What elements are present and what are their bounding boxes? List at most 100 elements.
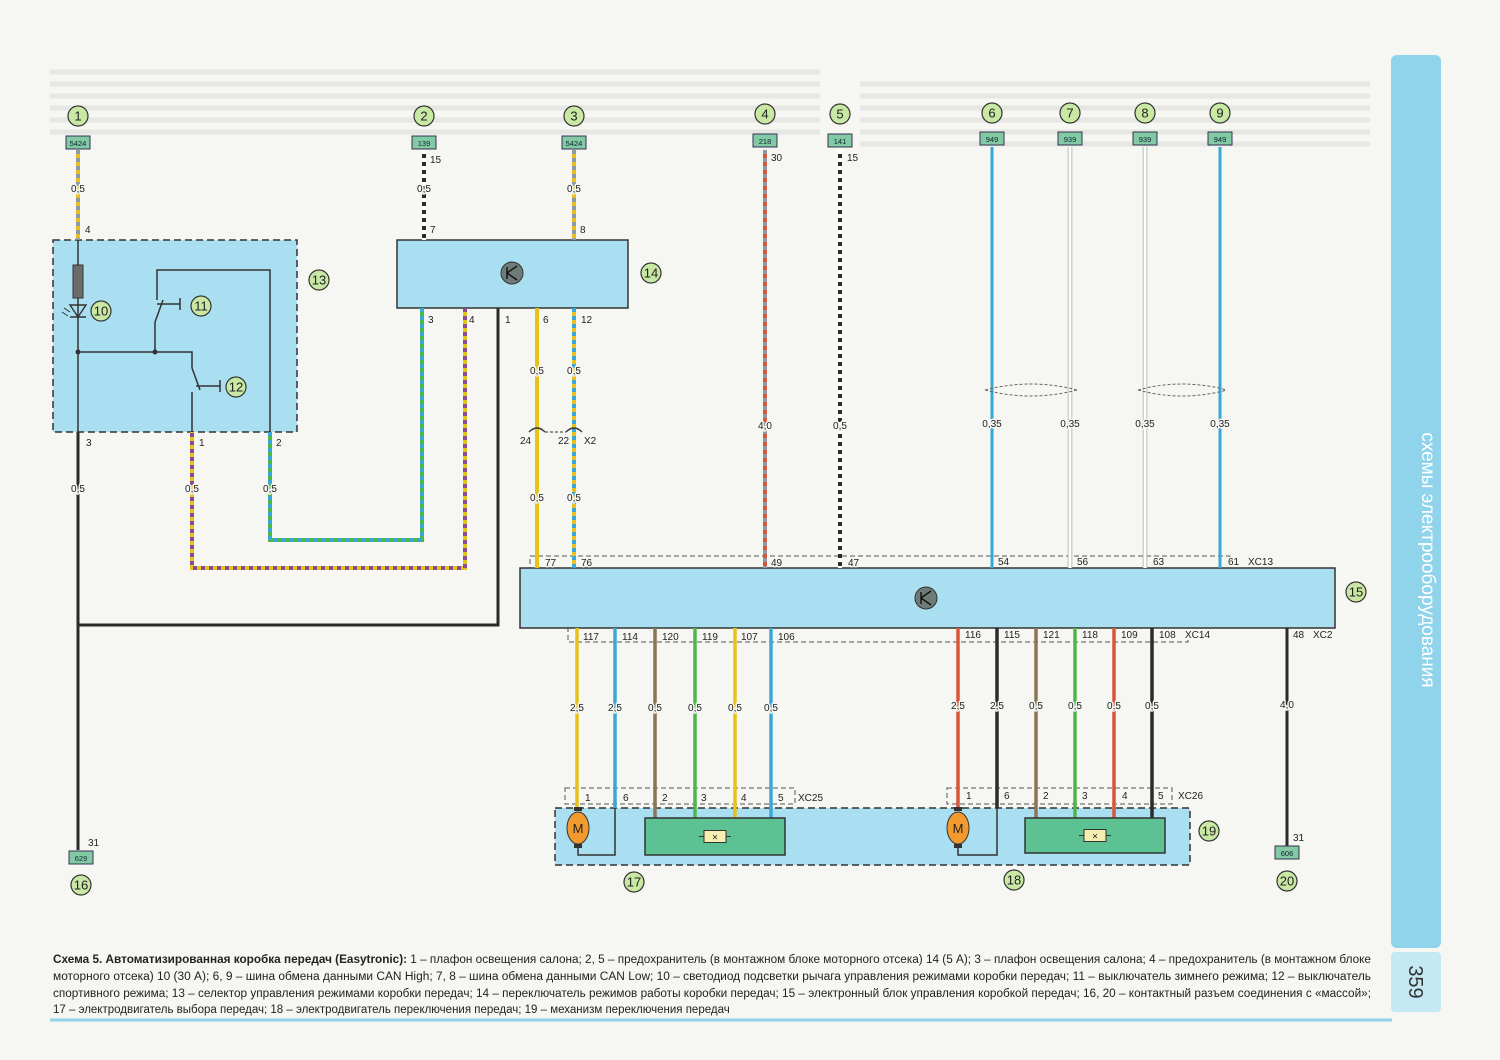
fuse-tag <box>1132 131 1158 146</box>
connector-xc26 <box>946 787 1173 805</box>
caption-title: Схема 5. Автоматизированная коробка пере… <box>53 954 407 966</box>
callout-number: 7 <box>1066 106 1073 121</box>
fuse-tag-label: 606 <box>1281 849 1294 858</box>
fuse-tag-label: 5424 <box>566 139 583 148</box>
section-tab <box>1391 55 1441 948</box>
callout-1 <box>67 105 89 127</box>
wire-label: 4 <box>1122 791 1128 802</box>
wire-label: 0,35 <box>982 419 1002 430</box>
callout-number: 16 <box>74 878 88 893</box>
caption-line-4: 17 – электродвигатель выбора передач; 18… <box>53 1004 730 1016</box>
wire-label: 116 <box>965 630 981 641</box>
wire-label: XC13 <box>1248 557 1273 568</box>
callout-18 <box>1003 869 1025 891</box>
wire-label: 2 <box>662 793 668 804</box>
wire-label: 120 <box>662 632 679 643</box>
wire-14-pin3 <box>268 308 424 542</box>
callout-4 <box>754 103 776 125</box>
wire-label: 2,5 <box>990 701 1004 712</box>
section-title: схемы электрооборудования <box>1417 432 1438 687</box>
callout-number: 19 <box>1202 824 1216 839</box>
wire-label: 3 <box>86 438 92 449</box>
wire-label: 114 <box>622 632 638 643</box>
wire-label: 5 <box>778 793 784 804</box>
connector-xc25 <box>564 787 796 805</box>
wire-label: 15 <box>847 153 859 164</box>
wire-label: 0,5 <box>263 484 277 495</box>
wire-label: 54 <box>998 557 1010 568</box>
motor-icon <box>946 811 970 845</box>
led-light-rays-icon <box>61 307 71 317</box>
fuse-tag-label: 939 <box>1139 135 1152 144</box>
motor-wire <box>957 808 998 856</box>
winter-switch-icon <box>154 298 181 323</box>
caption-line-3: спортивного режима; 13 – селектор управл… <box>53 988 1371 1000</box>
wire-label: 3 <box>428 315 434 326</box>
callout-number: 20 <box>1280 874 1294 889</box>
callout-19 <box>1198 820 1220 842</box>
wire-label: 31 <box>88 838 100 849</box>
page-number: 359 <box>1404 965 1426 998</box>
callout-number: 12 <box>229 380 243 395</box>
callout-number: 17 <box>627 875 641 890</box>
transistor-icon <box>500 261 524 285</box>
sport-switch-icon <box>191 367 221 392</box>
wire-label: 47 <box>848 558 860 569</box>
motor-icon <box>574 807 582 811</box>
wire-label: 119 <box>702 632 718 643</box>
wire-label: 0,5 <box>648 703 662 714</box>
fuse-tag <box>411 135 437 150</box>
callout-number: 1 <box>74 109 81 124</box>
fuse-tag <box>979 131 1005 146</box>
wire-label: 0,5 <box>567 366 581 377</box>
callout-8 <box>1134 102 1156 124</box>
callout-13 <box>308 269 330 291</box>
fuse-resistor-icon <box>72 264 84 299</box>
callout-2 <box>413 105 435 127</box>
caption-text: 1 – плафон освещения салона; 2, 5 – пред… <box>410 954 1371 966</box>
wire-label: 2 <box>1043 791 1049 802</box>
wire-label: 4 <box>469 315 475 326</box>
wire-label: XC25 <box>798 793 823 804</box>
callout-number: 13 <box>312 273 326 288</box>
wire-label: 0,35 <box>1060 419 1080 430</box>
callout-number: 9 <box>1216 106 1223 121</box>
fuse-tag <box>1207 131 1233 146</box>
callout-5 <box>829 103 851 125</box>
wire-label: 0,5 <box>833 421 847 432</box>
motor-icon <box>574 844 582 848</box>
fuse-tag <box>65 135 91 150</box>
motor-icon <box>954 807 962 811</box>
fuse-tag <box>1057 131 1083 146</box>
fuse-tag <box>752 133 778 148</box>
caption-line-2: моторного отсека) 10 (30 А); 6, 9 – шина… <box>53 971 1371 983</box>
callout-9 <box>1209 102 1231 124</box>
wire-label: 12 <box>581 315 593 326</box>
wire-label: 4,0 <box>758 421 772 432</box>
led-icon <box>68 304 88 319</box>
callout-10 <box>90 300 112 322</box>
wire-label: 4 <box>741 793 747 804</box>
wire-label: 6 <box>543 315 549 326</box>
wire-label: 6 <box>623 793 629 804</box>
wire-label: 0,35 <box>1135 419 1155 430</box>
wire-14-pin1 <box>78 308 500 627</box>
wire-label: 3 <box>1082 791 1088 802</box>
fuse-tag <box>1274 845 1300 860</box>
wire-label: 0,5 <box>530 366 544 377</box>
callout-number: 8 <box>1141 106 1148 121</box>
wire-label: X2 <box>584 436 597 447</box>
callout-number: 4 <box>761 107 768 122</box>
callout-number: 15 <box>1349 585 1363 600</box>
wire-label: 2 <box>276 438 282 449</box>
wire-label: 7 <box>430 225 436 236</box>
wire-label: 1 <box>505 315 511 326</box>
motor-symbol: M <box>573 821 584 836</box>
wire-label: 118 <box>1082 630 1098 641</box>
wire-label: 2,5 <box>570 703 584 714</box>
fuse-tag <box>827 133 853 148</box>
wire-label: 0,5 <box>567 493 581 504</box>
actuator-symbol: × <box>712 833 718 844</box>
wire-label: 0,5 <box>764 703 778 714</box>
